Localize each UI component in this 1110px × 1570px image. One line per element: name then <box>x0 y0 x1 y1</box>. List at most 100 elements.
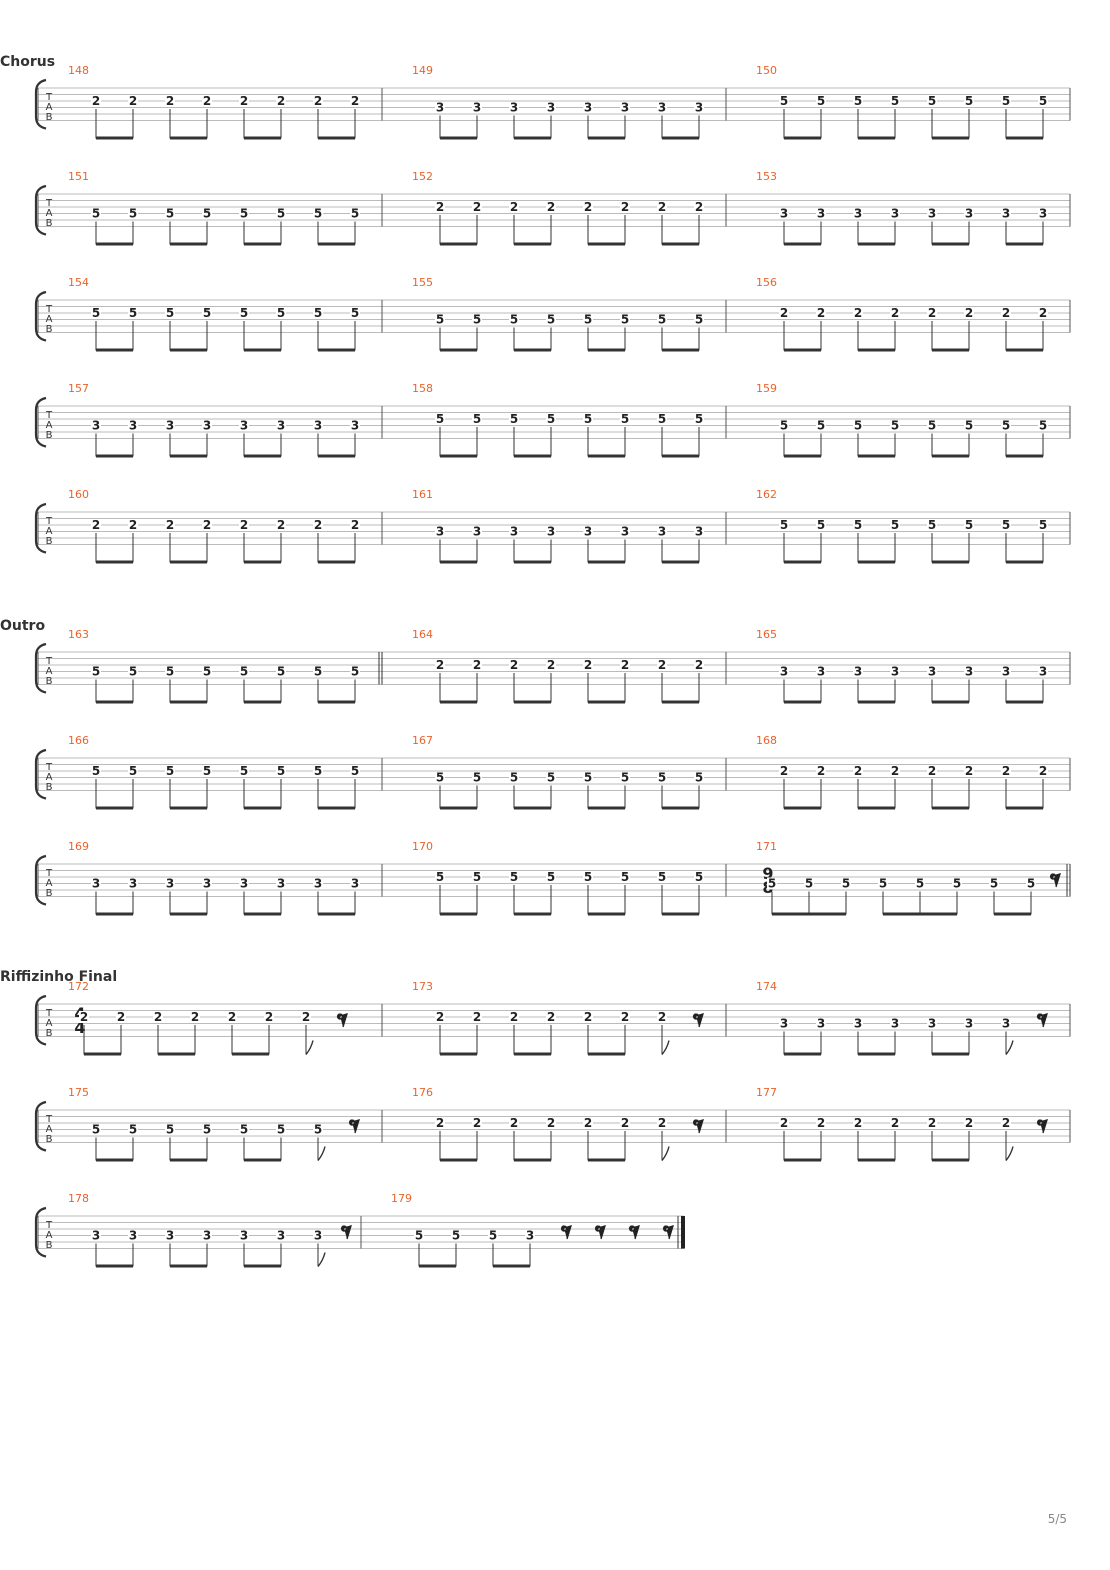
tab-clef-letter: T <box>45 1008 53 1019</box>
note-beam <box>588 700 625 704</box>
note-beam <box>932 1052 969 1056</box>
note-beam <box>244 242 281 246</box>
note-beam <box>1006 700 1043 704</box>
note-beam <box>318 136 355 140</box>
fret-number: 5 <box>166 306 174 320</box>
fret-number: 2 <box>129 518 137 532</box>
tab-clef-letter: T <box>45 656 53 667</box>
fret-number: 3 <box>129 1229 137 1243</box>
fret-number: 3 <box>658 101 666 115</box>
note-beam <box>858 136 895 140</box>
note-beam <box>318 912 355 916</box>
fret-number: 5 <box>314 665 322 679</box>
eighth-rest <box>692 1013 704 1028</box>
fret-number: 3 <box>891 207 899 221</box>
fret-number: 3 <box>1002 207 1010 221</box>
fret-number: 2 <box>240 94 248 108</box>
note-beam <box>662 454 699 458</box>
note-beam <box>244 806 281 810</box>
system-brace <box>34 1206 47 1258</box>
fret-number: 5 <box>1002 419 1010 433</box>
fret-number: 2 <box>1039 306 1047 320</box>
eighth-rest <box>340 1225 352 1240</box>
note-beam <box>170 1158 207 1162</box>
fret-number: 2 <box>547 200 555 214</box>
fret-number: 3 <box>526 1229 534 1243</box>
note-beam <box>96 912 133 916</box>
fret-number: 3 <box>314 1229 322 1243</box>
fret-number: 2 <box>166 518 174 532</box>
fret-number: 2 <box>92 94 100 108</box>
note-beam <box>1006 242 1043 246</box>
bar-number: 152 <box>412 170 433 183</box>
note-beam <box>784 348 821 352</box>
fret-number: 3 <box>854 665 862 679</box>
fret-number: 5 <box>695 870 703 884</box>
fret-number: 2 <box>854 306 862 320</box>
note-beam <box>158 1052 195 1056</box>
fret-number: 5 <box>584 870 592 884</box>
fret-number: 2 <box>584 1010 592 1024</box>
note-beam <box>858 560 895 564</box>
fret-number: 2 <box>621 658 629 672</box>
fret-number: 5 <box>510 412 518 426</box>
fret-number: 2 <box>510 1010 518 1024</box>
note-beam <box>318 560 355 564</box>
fret-number: 2 <box>891 1116 899 1130</box>
note-beam <box>784 1158 821 1162</box>
note-beam <box>96 136 133 140</box>
note-beam <box>440 348 477 352</box>
bar-number: 162 <box>756 488 777 501</box>
fret-number: 3 <box>891 665 899 679</box>
tab-clef-letter: T <box>45 1220 53 1231</box>
bar-number: 170 <box>412 840 433 853</box>
bar-number: 159 <box>756 382 777 395</box>
note-beam <box>1006 454 1043 458</box>
fret-number: 5 <box>436 771 444 785</box>
fret-number: 5 <box>1039 419 1047 433</box>
tab-clef-letter: A <box>46 1018 53 1029</box>
note-beam <box>994 912 1031 916</box>
fret-number: 2 <box>658 658 666 672</box>
fret-number: 5 <box>817 419 825 433</box>
note-beam <box>170 454 207 458</box>
fret-number: 5 <box>166 207 174 221</box>
tab-clef-letter: T <box>45 868 53 879</box>
fret-number: 2 <box>203 94 211 108</box>
fret-number: 2 <box>473 1116 481 1130</box>
eighth-rest <box>1036 1119 1048 1134</box>
fret-number: 2 <box>1002 306 1010 320</box>
section-label: Chorus <box>0 54 56 70</box>
note-beam <box>588 912 625 916</box>
note-beam <box>244 912 281 916</box>
fret-number: 3 <box>695 101 703 115</box>
note-beam <box>1006 348 1043 352</box>
fret-number: 2 <box>510 658 518 672</box>
fret-number: 2 <box>1039 764 1047 778</box>
bar-number: 148 <box>68 64 89 77</box>
note-beam <box>318 242 355 246</box>
fret-number: 3 <box>277 1229 285 1243</box>
note-beam <box>784 454 821 458</box>
fret-number: 5 <box>817 518 825 532</box>
fret-number: 5 <box>965 94 973 108</box>
fret-number: 5 <box>1002 518 1010 532</box>
eighth-rest <box>336 1013 348 1028</box>
fret-number: 3 <box>965 665 973 679</box>
tab-clef-letter: T <box>45 92 53 103</box>
fret-number: 3 <box>277 877 285 891</box>
note-beam <box>784 136 821 140</box>
fret-number: 3 <box>780 665 788 679</box>
system-brace <box>34 748 47 800</box>
fret-number: 2 <box>547 1010 555 1024</box>
fret-number: 2 <box>436 200 444 214</box>
fret-number: 2 <box>510 200 518 214</box>
tab-clef-letter: T <box>45 516 53 527</box>
note-beam <box>784 560 821 564</box>
note-beam <box>493 1264 530 1268</box>
fret-number: 5 <box>695 313 703 327</box>
fret-number: 5 <box>314 207 322 221</box>
fret-number: 3 <box>854 1017 862 1031</box>
